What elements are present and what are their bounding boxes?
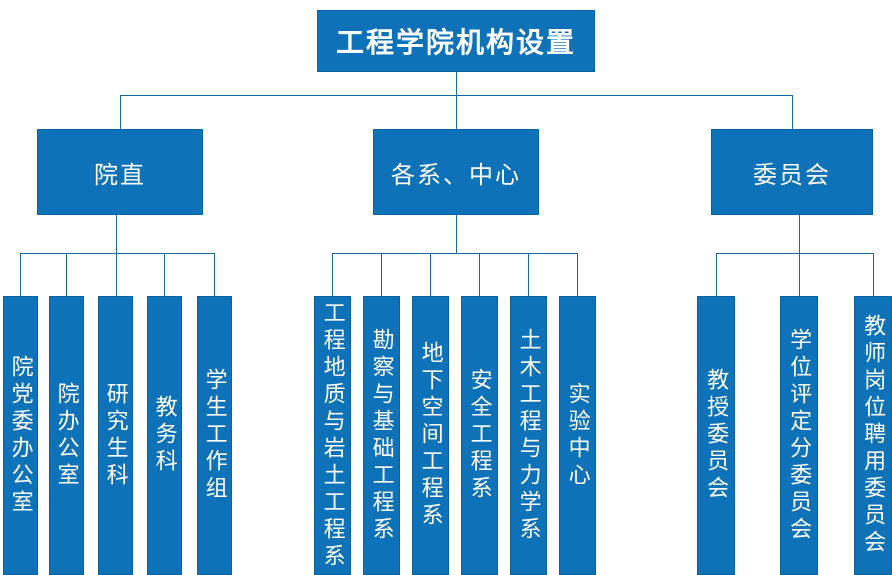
leaf-box-professor-committee: 教授委员会 <box>697 296 735 575</box>
connector <box>120 95 121 129</box>
leaf-label: 研究生科 <box>103 381 129 490</box>
leaf-box-teacher-post-appointment-committee: 教师岗位聘用委员会 <box>854 296 892 575</box>
leaf-box-student-work-group: 学生工作组 <box>197 296 232 575</box>
leaf-label: 教授委员会 <box>704 368 730 503</box>
connector <box>116 215 117 253</box>
connector <box>214 253 215 296</box>
connector <box>430 253 431 296</box>
connector <box>456 215 457 253</box>
leaf-label: 工程地质与岩土工程系 <box>320 300 346 571</box>
connector <box>479 253 480 296</box>
leaf-box-underground-space-dept: 地下空间工程系 <box>412 296 449 575</box>
leaf-label: 实验中心 <box>565 381 591 490</box>
connector <box>381 253 382 296</box>
leaf-label: 安全工程系 <box>467 368 493 503</box>
leaf-label: 学位评定分委员会 <box>787 327 813 544</box>
leaf-label: 地下空间工程系 <box>418 341 444 530</box>
leaf-box-engineering-geology-geotech-dept: 工程地质与岩土工程系 <box>314 296 351 575</box>
group-box-departments-centers: 各系、中心 <box>373 129 539 215</box>
connector <box>716 253 717 296</box>
leaf-box-graduate-section: 研究生科 <box>98 296 133 575</box>
leaf-box-safety-engineering-dept: 安全工程系 <box>461 296 498 575</box>
leaf-box-civil-engineering-mechanics-dept: 土木工程与力学系 <box>510 296 547 575</box>
leaf-label: 院党委办公室 <box>8 354 34 517</box>
leaf-box-academic-affairs-section: 教务科 <box>147 296 182 575</box>
connector <box>456 95 457 129</box>
leaf-label: 教务科 <box>152 395 178 476</box>
connector <box>164 253 165 296</box>
connector <box>528 253 529 296</box>
leaf-box-party-committee-office: 院党委办公室 <box>3 296 38 575</box>
leaf-box-survey-foundation-dept: 勘察与基础工程系 <box>363 296 400 575</box>
connector <box>799 253 800 296</box>
org-chart-title: 工程学院机构设置 <box>317 10 595 72</box>
connector <box>20 253 21 296</box>
connector <box>799 215 800 253</box>
connector <box>577 253 578 296</box>
connector <box>116 253 117 296</box>
connector <box>456 72 457 95</box>
leaf-label: 院办公室 <box>54 381 80 490</box>
connector <box>792 95 793 129</box>
connector <box>332 253 578 254</box>
leaf-label: 教师岗位聘用委员会 <box>861 314 887 557</box>
leaf-box-experiment-center: 实验中心 <box>559 296 596 575</box>
leaf-box-degree-evaluation-subcommittee: 学位评定分委员会 <box>780 296 818 575</box>
leaf-label: 土木工程与力学系 <box>516 327 542 544</box>
connector <box>332 253 333 296</box>
group-box-committees: 委员会 <box>711 129 873 215</box>
leaf-label: 勘察与基础工程系 <box>369 327 395 544</box>
connector <box>66 253 67 296</box>
connector <box>873 253 874 296</box>
group-box-yuanzhi: 院直 <box>37 129 203 215</box>
connector <box>20 253 215 254</box>
connector <box>716 253 874 254</box>
leaf-box-college-office: 院办公室 <box>49 296 84 575</box>
leaf-label: 学生工作组 <box>202 368 228 503</box>
